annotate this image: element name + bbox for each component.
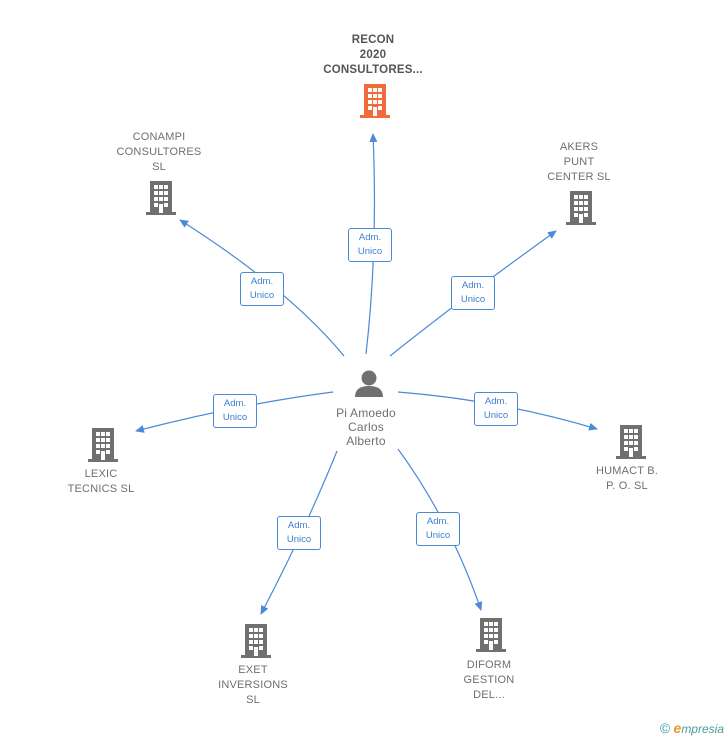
building-icon[interactable] (566, 191, 596, 225)
brand-footer: © empresia (660, 720, 724, 736)
building-icon[interactable] (476, 618, 506, 652)
edge-label-conampi: Adm. Unico (240, 272, 284, 306)
brand-logo-initial: e (673, 720, 682, 736)
node-label-exet[interactable]: EXET INVERSIONS SL (218, 664, 288, 706)
node-label-lexic[interactable]: LEXIC TECNICS SL (67, 468, 135, 495)
node-label-conampi[interactable]: CONAMPI CONSULTORES SL (116, 131, 202, 173)
building-icon[interactable] (146, 181, 176, 215)
building-icon[interactable] (360, 84, 390, 118)
edge-label-lexic: Adm. Unico (213, 394, 257, 428)
edge-label-diform: Adm. Unico (416, 512, 460, 546)
node-label-diform[interactable]: DIFORM GESTION DEL... (463, 659, 515, 701)
copyright-icon: © (659, 720, 671, 736)
center-person-name[interactable]: Pi Amoedo Carlos Alberto (336, 406, 396, 448)
node-label-recon[interactable]: RECON 2020 CONSULTORES... (323, 34, 423, 76)
node-label-humact[interactable]: HUMACT B. P. O. SL (595, 465, 659, 492)
person-icon[interactable] (355, 370, 383, 398)
building-icon[interactable] (616, 425, 646, 459)
building-icon[interactable] (88, 428, 118, 462)
edge-label-recon: Adm. Unico (348, 228, 392, 262)
building-icon[interactable] (241, 624, 271, 658)
edge-label-akers: Adm. Unico (451, 276, 495, 310)
edge-label-exet: Adm. Unico (277, 516, 321, 550)
brand-logo-text: mpresia (681, 722, 724, 736)
edge-label-humact: Adm. Unico (474, 392, 518, 426)
node-label-akers[interactable]: AKERS PUNT CENTER SL (547, 141, 611, 183)
